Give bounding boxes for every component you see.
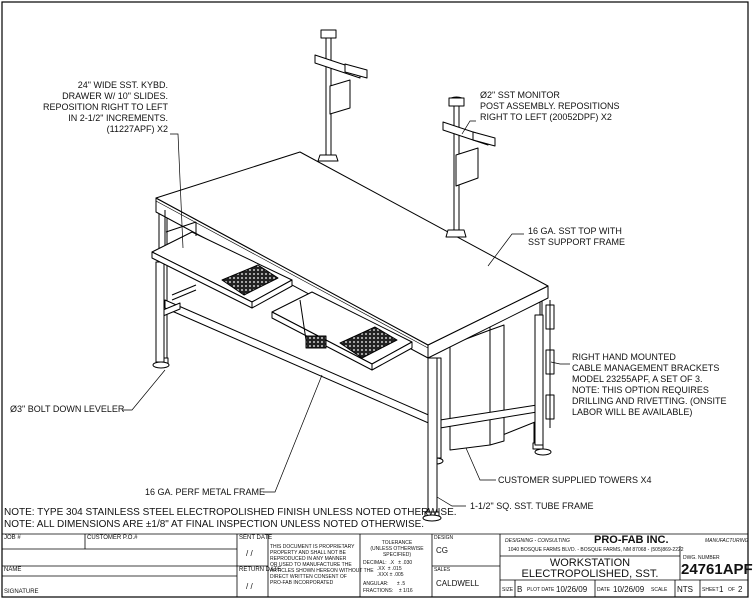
callout-tube-frame: 1-1/2" SQ. SST. TUBE FRAME [470,501,594,511]
tolerance-fractions: FRACTIONS: ± 1/16 [363,588,413,594]
monitor-post-left [314,29,368,162]
drawing-title-line2: ELECTROPOLISHED, SST. [521,568,659,580]
scale-label: SCALE [651,587,668,593]
tolerance-title: TOLERANCE (UNLESS OTHERWISE SPECIFIED) [370,540,424,558]
customer-po-label: CUSTOMER P.O.# [87,535,138,541]
job-label: JOB # [4,535,21,541]
sheet-value: 1 [719,585,724,594]
sales-label: SALES [434,567,451,573]
company-address: 1040 BOSQUE FARMS BLVD. - BOSQUE FARMS, … [508,547,684,553]
callout-top: 16 GA. SST TOP WITH SST SUPPORT FRAME [528,226,626,247]
of-label: OF [728,587,735,593]
callout-towers: CUSTOMER SUPPLIED TOWERS X4 [498,475,652,485]
company-name: PRO-FAB INC. [594,534,669,546]
proprietary-notice: THIS DOCUMENT IS PROPRIETARY PROPERTY AN… [270,544,374,586]
of-value: 2 [738,585,743,594]
tolerance-angular: ANGULAR: ± .5 [363,581,406,587]
date-label: DATE [597,587,610,593]
leader-lines [122,120,570,507]
title-block-grid [2,533,748,597]
callout-leveler: Ø3" BOLT DOWN LEVELER [10,404,125,414]
front-left-leg [422,357,442,522]
table-top [155,151,549,346]
size-label: SIZE [502,587,514,593]
keyboard-drawer-left [151,221,293,309]
callout-monitor-post: Ø2" SST MONITOR POST ASSEMBLY. REPOSITIO… [480,90,620,122]
design-label: DESIGN [434,535,454,541]
signature-label: SIGNATURE [4,589,39,595]
front-left-leg-near [152,261,170,369]
sent-date-label: SENT DATE [239,535,273,541]
note-finish: NOTE: TYPE 304 STAINLESS STEEL ELECTROPO… [4,507,457,518]
sent-date-value: / / [246,549,253,558]
manufacturing-label: MANUFACTURING [705,538,749,544]
scale-value: NTS [677,585,693,594]
plot-date-value: 10/26/09 [556,585,588,594]
dwg-number-label: DWG. NUMBER [683,555,720,561]
return-date-value: / / [246,582,253,591]
keyboard-drawer-right [271,291,413,371]
cable-brackets [545,300,555,428]
date-value: 10/26/09 [613,585,645,594]
size-value: B [517,585,523,594]
company-tagline: DESIGNING - CONSULTING [505,538,570,544]
drawing-title-line1: WORKSTATION [549,557,631,569]
sales-value: CALDWELL [436,579,480,588]
callout-perf-frame: 16 GA. PERF METAL FRAME [145,487,266,497]
name-label: NAME [4,567,22,573]
tolerance-decimal: DECIMAL: .X ± .030 .XX ± .015 .XXX ± .00… [363,560,413,578]
sheet-label: SHEET [702,587,719,593]
note-dimensions: NOTE: ALL DIMENSIONS ARE ±1/8" AT FINAL … [4,519,425,530]
monitor-post-right [442,96,496,238]
callout-keyboard-drawer: 24" WIDE SST. KYBD. DRAWER W/ 10" SLIDES… [42,80,168,134]
callout-cable-brackets: RIGHT HAND MOUNTED CABLE MANAGEMENT BRAC… [572,352,727,417]
dwg-number: 24761APF [681,561,753,578]
return-date-label: RETURN DATE [239,567,282,573]
plot-date-label: PLOT DATE [527,587,555,593]
design-value: CG [436,546,448,555]
